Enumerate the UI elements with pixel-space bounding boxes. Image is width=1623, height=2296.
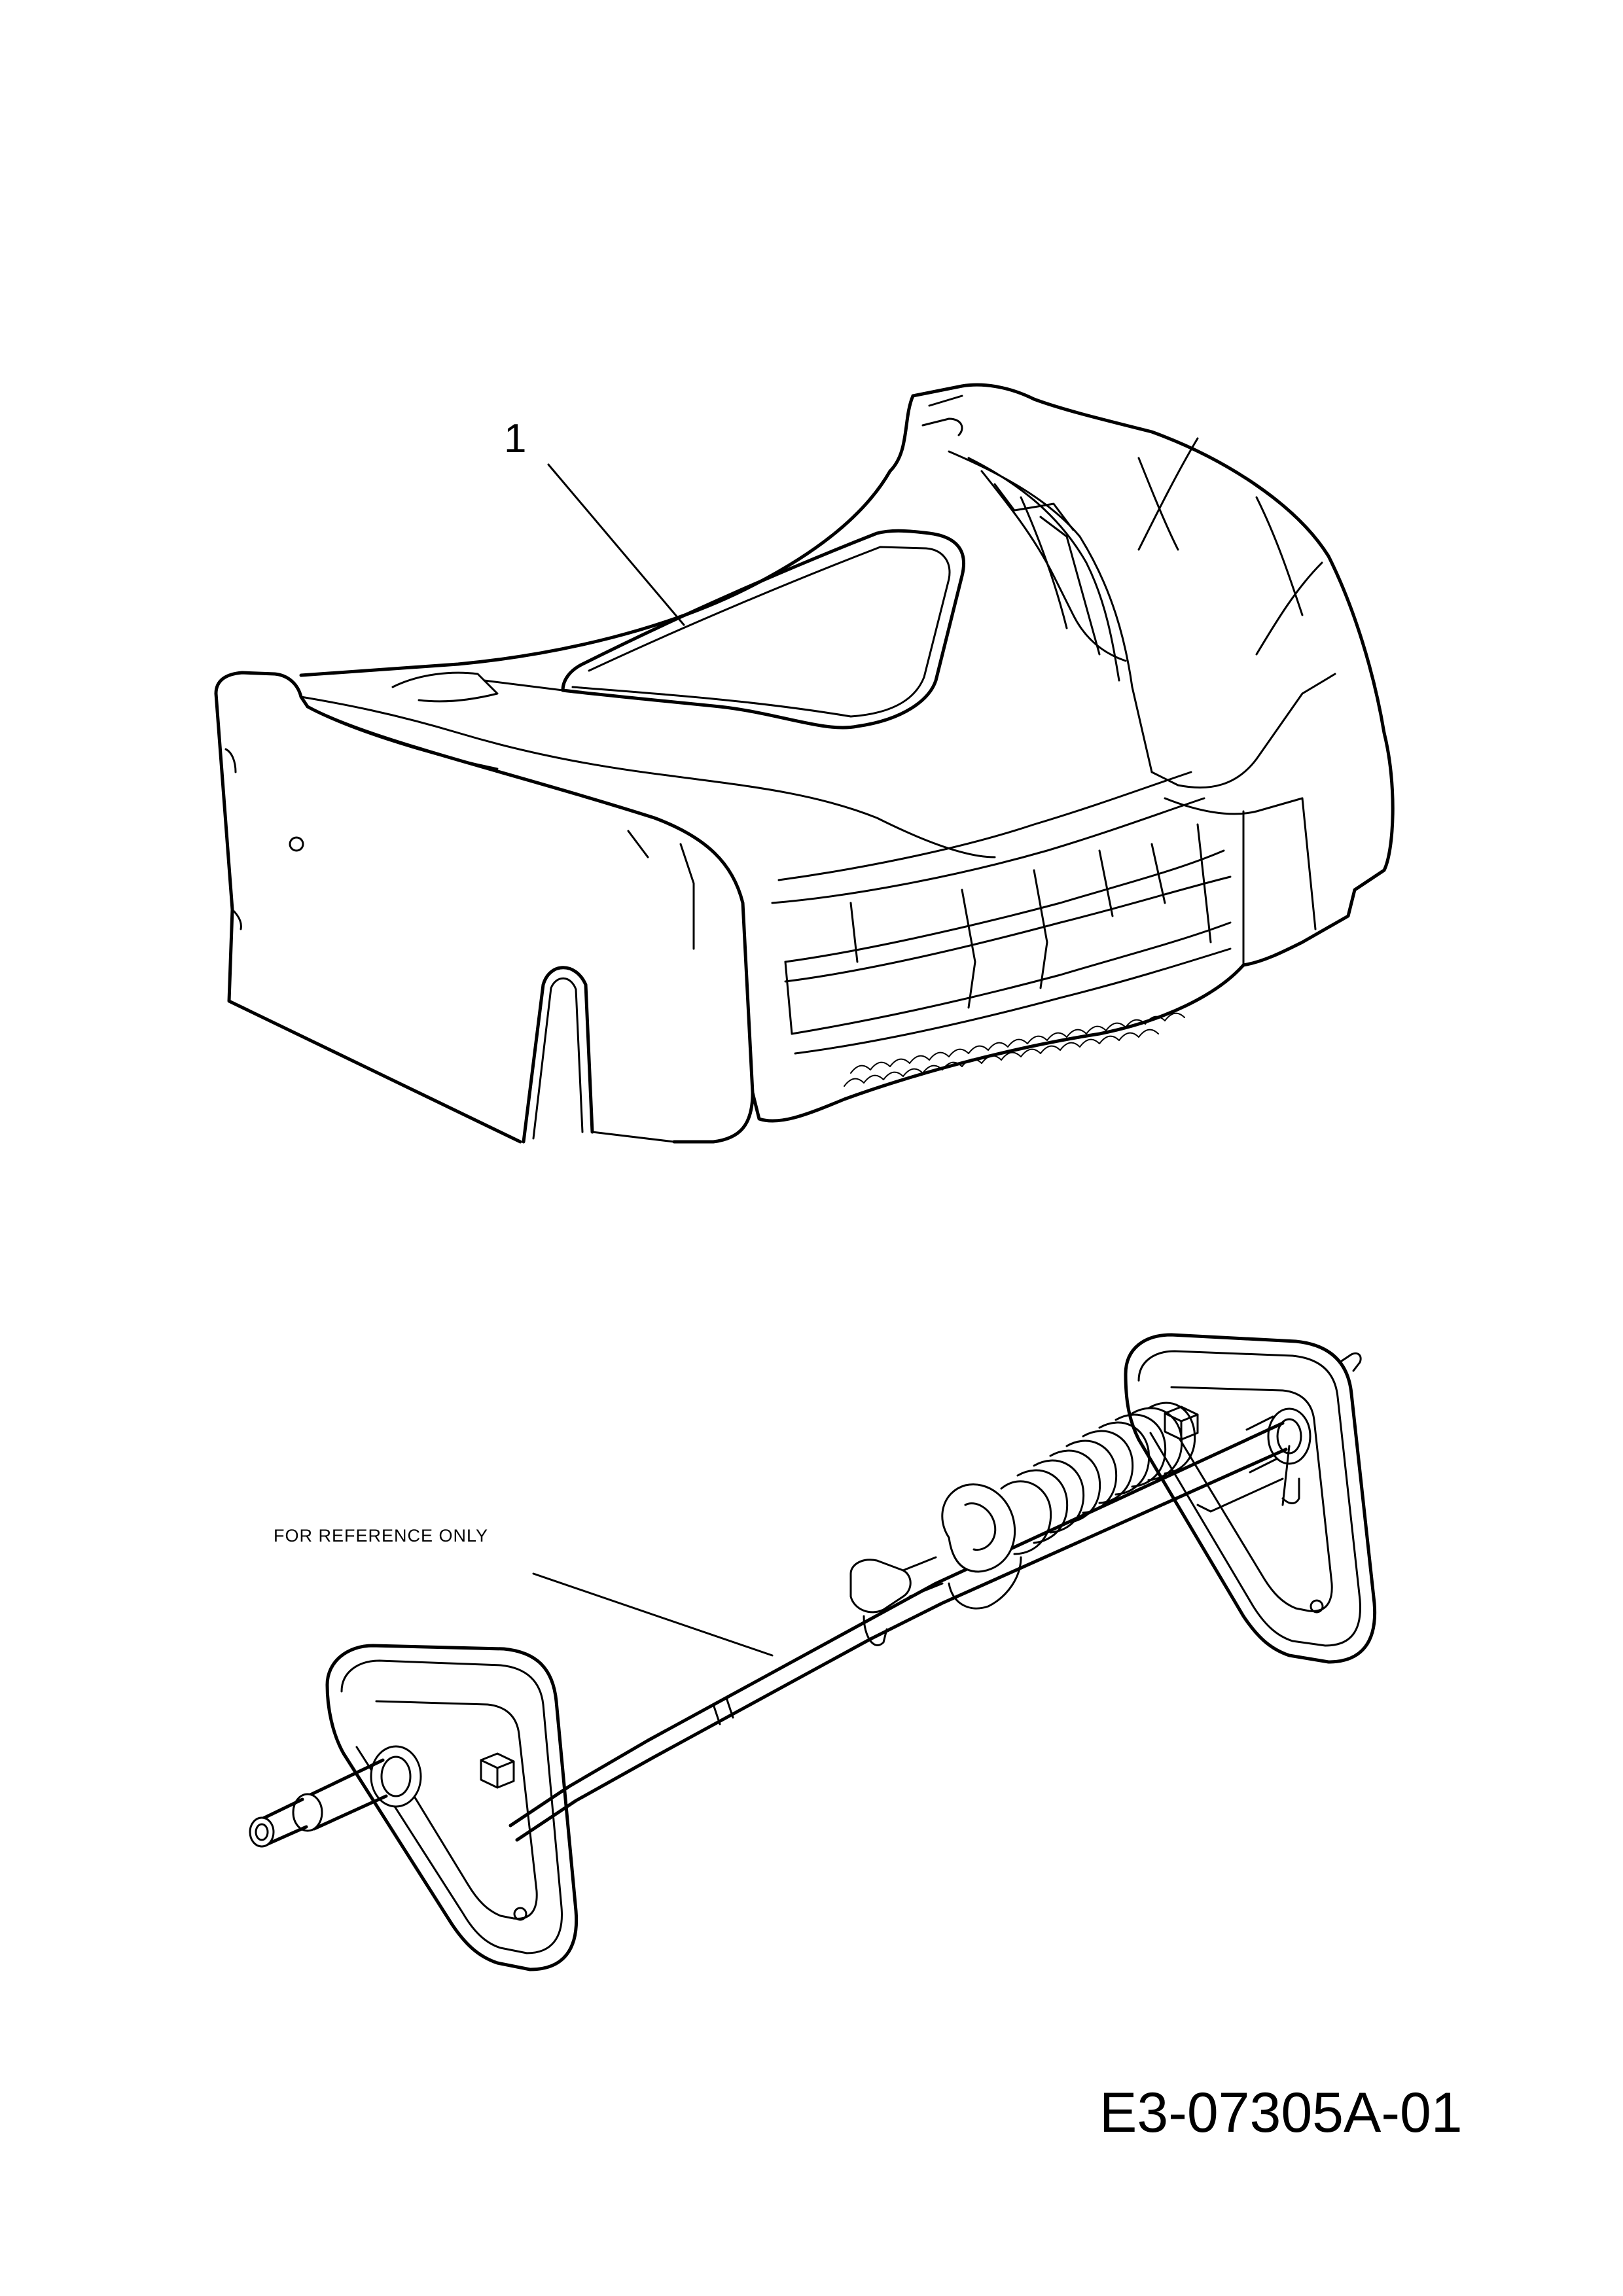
left-bracket-icon [325, 1644, 579, 1971]
right-bracket-icon [1124, 1333, 1377, 1664]
mounting-hole-icon [289, 836, 304, 852]
snow-blower-housing-icon [214, 383, 1395, 1144]
drawing-code: E3-07305A-01 [1099, 2081, 1463, 2144]
part-1-leader-line [547, 463, 685, 626]
clevis-icon [849, 1559, 912, 1614]
spring-icon [941, 1402, 1196, 1610]
skid-teeth-icon [850, 1012, 1185, 1074]
part-number-label: 1 [504, 416, 527, 461]
spring-axle-assembly-icon [249, 1333, 1377, 1971]
reference-leader-line [532, 1572, 774, 1657]
reference-note: FOR REFERENCE ONLY [274, 1526, 489, 1545]
